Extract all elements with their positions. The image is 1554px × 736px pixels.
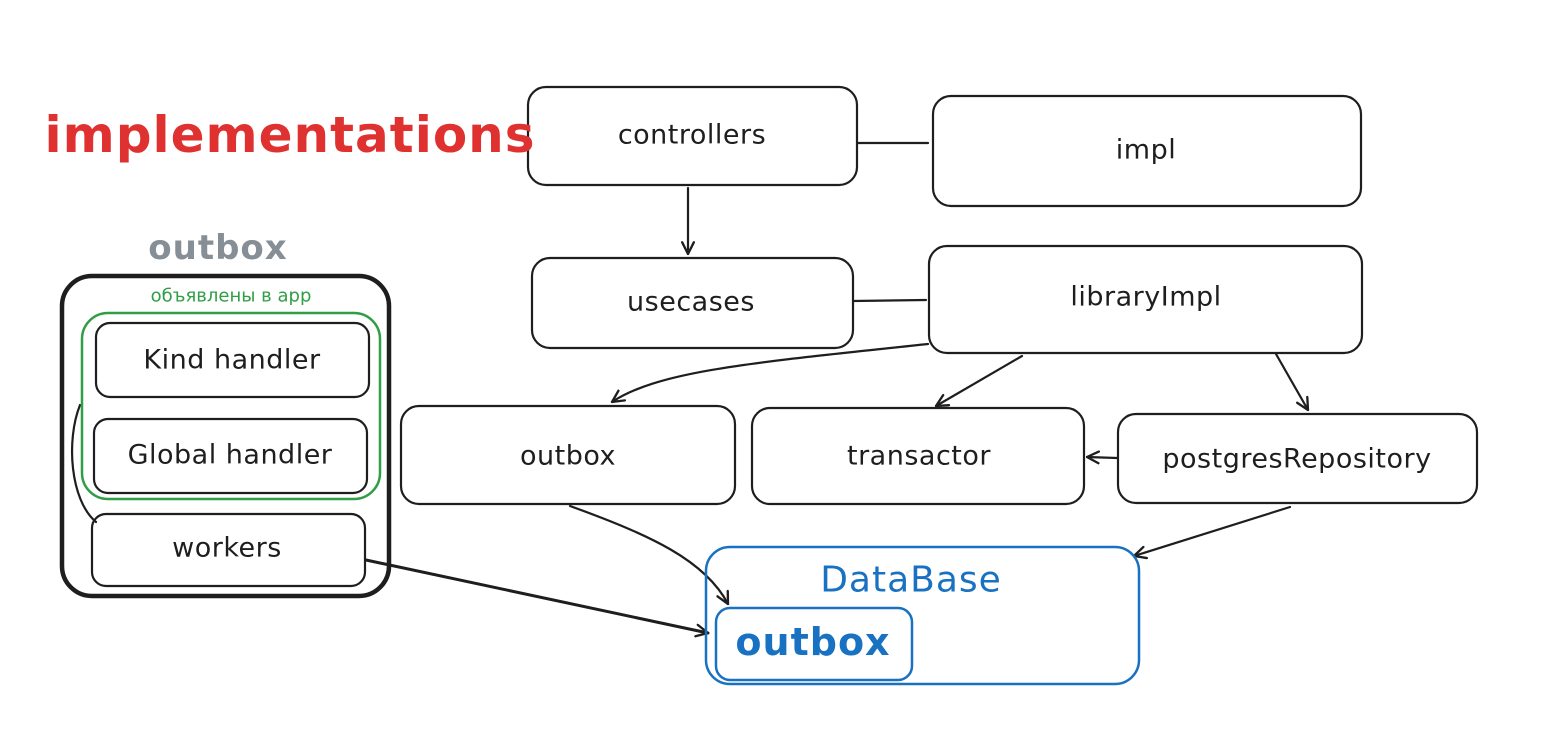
kind-handler-box bbox=[94, 321, 371, 399]
impl-label: impl bbox=[1115, 134, 1177, 166]
transactor-label: transactor bbox=[846, 440, 992, 472]
database-box bbox=[704, 545, 1141, 686]
libraryImpl-label: libraryImpl bbox=[1070, 281, 1222, 313]
outbox-group-note: объявлены в app bbox=[150, 285, 312, 307]
usecases-box bbox=[530, 256, 855, 350]
libraryImpl-to-outbox-arrow bbox=[610, 342, 930, 404]
workers-connector-curve bbox=[71, 403, 98, 524]
libraryImpl-to-postgres-arrow bbox=[1274, 352, 1310, 412]
postgres-to-transactor-arrow bbox=[1085, 450, 1119, 465]
workers-to-database-arrow bbox=[364, 558, 710, 638]
kind-handler-label: Kind handler bbox=[143, 344, 321, 376]
outbox-label: outbox bbox=[519, 440, 617, 472]
postgresRepository-box bbox=[1116, 412, 1479, 505]
controllers-label: controllers bbox=[617, 119, 767, 151]
outbox-group-title: outbox bbox=[148, 228, 288, 268]
controllers-box bbox=[526, 85, 859, 187]
usecases-label: usecases bbox=[627, 286, 755, 318]
outbox-group-box bbox=[59, 273, 392, 599]
libraryImpl-to-transactor-arrow bbox=[934, 354, 1024, 408]
workers-label: workers bbox=[172, 532, 282, 564]
postgres-to-database-arrow bbox=[1132, 505, 1292, 560]
outbox-to-database-arrow bbox=[568, 504, 730, 606]
global-handler-box bbox=[92, 417, 369, 495]
database-outbox-box bbox=[714, 606, 914, 682]
global-handler-label: Global handler bbox=[127, 439, 333, 471]
app-handlers-group-box bbox=[80, 311, 382, 501]
page-title: implementations bbox=[44, 106, 536, 164]
database-outbox-label: outbox bbox=[735, 620, 891, 664]
libraryImpl-box bbox=[927, 244, 1364, 355]
workers-box bbox=[90, 512, 367, 588]
database-title: DataBase bbox=[820, 559, 1002, 601]
postgresRepository-label: postgresRepository bbox=[1162, 443, 1432, 475]
outbox-box bbox=[399, 404, 737, 506]
impl-box bbox=[931, 94, 1363, 208]
usecases-libraryImpl-line bbox=[851, 298, 928, 303]
transactor-box bbox=[750, 406, 1086, 506]
